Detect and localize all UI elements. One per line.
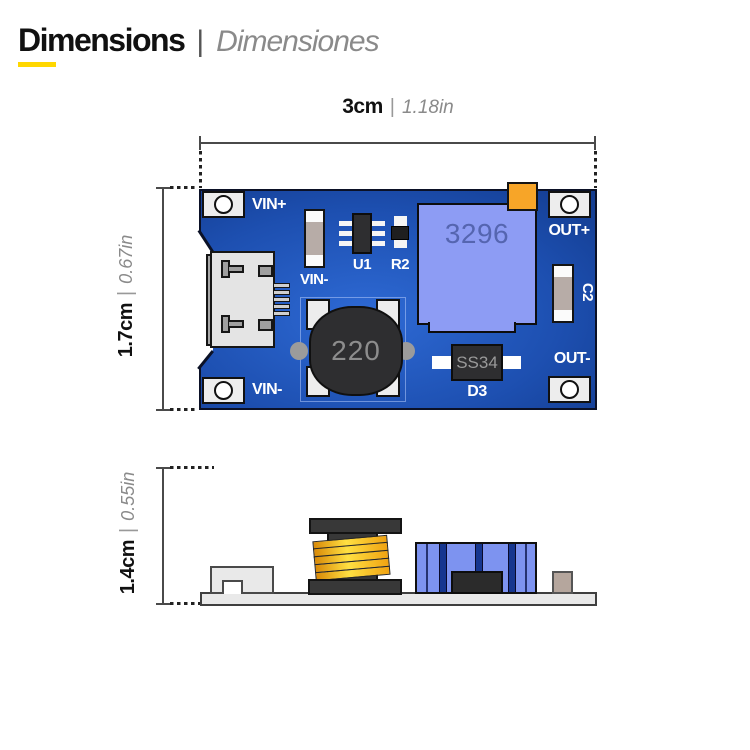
usb-pin — [273, 311, 290, 316]
pot-profile-line — [426, 544, 428, 592]
capacitor-terminal — [306, 255, 323, 266]
capacitor-profile — [552, 571, 573, 594]
usb-pin — [273, 290, 290, 295]
extension-line-left — [199, 151, 202, 188]
dimension-profile-label: 1.4cm | 0.55in — [117, 423, 143, 643]
pot-profile-line — [525, 544, 527, 592]
ic-u1 — [352, 213, 372, 254]
label-inductor: 220 — [331, 335, 381, 366]
width-imperial: 1.18in — [401, 97, 454, 118]
label-r2: R2 — [390, 256, 410, 273]
mounting-pad-top-left — [202, 191, 245, 218]
usb-pin — [273, 304, 290, 309]
extension-line-profile-bottom — [170, 602, 200, 605]
height-separator: | — [115, 290, 137, 297]
inductor-terminal-left — [290, 342, 308, 360]
title-underline-accent — [18, 62, 56, 67]
profile-separator: | — [117, 527, 139, 534]
dimension-height-tick-top — [156, 187, 170, 189]
title-separator: | — [196, 25, 205, 58]
extension-line-profile-top — [170, 466, 214, 469]
usb-profile-notch — [222, 580, 243, 594]
profile-metric: 1.4cm — [117, 540, 139, 595]
u1-lead — [339, 231, 353, 236]
dimension-profile-tick-bottom — [156, 603, 170, 605]
diode-ss34: SS34 — [451, 344, 503, 381]
inductor-profile-coil — [312, 534, 391, 582]
mounting-hole-icon — [214, 195, 233, 214]
capacitor-body — [554, 277, 572, 310]
dimension-width-label: 3cm | 1.18in — [200, 95, 596, 119]
inductor-profile-bottom-flange — [308, 579, 402, 595]
diode-lead-right — [502, 356, 521, 369]
dimension-profile-line — [162, 468, 164, 605]
dimension-height-label: 1.7cm | 0.67in — [115, 186, 141, 406]
title-secondary: Dimensiones — [216, 25, 379, 58]
dimension-height-line — [162, 188, 164, 410]
dimension-profile-tick-top — [156, 467, 170, 469]
label-potentiometer: 3296 — [444, 218, 510, 249]
dimension-height-tick-bottom — [156, 409, 170, 411]
width-separator: | — [389, 96, 395, 118]
mounting-hole-icon — [214, 381, 233, 400]
height-imperial: 0.67in — [116, 234, 136, 284]
page-title: Dimensions | Dimensiones — [18, 22, 380, 59]
u1-lead — [371, 221, 385, 226]
capacitor-terminal — [554, 310, 572, 321]
title-primary: Dimensions — [18, 22, 186, 58]
label-diode: SS34 — [456, 352, 498, 372]
mounting-pad-top-right — [548, 191, 591, 218]
extension-line-top — [170, 186, 198, 189]
label-out-plus: OUT+ — [548, 222, 590, 239]
label-c2: C2 — [579, 282, 596, 302]
pot-profile-slot — [508, 544, 516, 592]
label-vin-minus-pad: VIN- — [252, 381, 283, 398]
label-u1: U1 — [352, 256, 372, 273]
dimension-width-tick-right — [594, 136, 596, 150]
label-vin-plus: VIN+ — [252, 196, 287, 213]
capacitor-c2 — [552, 264, 574, 323]
capacitor-terminal — [306, 211, 323, 222]
height-metric: 1.7cm — [115, 303, 137, 358]
u1-lead — [339, 241, 353, 246]
profile-imperial: 0.55in — [118, 471, 138, 521]
trimmer-screw — [507, 182, 538, 211]
usb-tab-top — [221, 260, 247, 278]
mounting-pad-bottom-left — [202, 377, 245, 404]
label-out-minus: OUT- — [553, 350, 591, 367]
usb-tab-stem — [229, 265, 244, 273]
potentiometer-tab — [428, 322, 516, 333]
pot-profile-slot — [439, 544, 447, 592]
dimension-width-tick-left — [199, 136, 201, 150]
u1-lead — [371, 241, 385, 246]
mounting-pad-bottom-right — [548, 376, 591, 403]
width-metric: 3cm — [342, 95, 383, 118]
inductor-220 — [309, 306, 403, 396]
diode-lead-left — [432, 356, 453, 369]
capacitor-terminal — [554, 266, 572, 277]
label-d3: D3 — [467, 383, 487, 400]
u1-lead — [339, 221, 353, 226]
usb-tab-bottom — [221, 315, 247, 333]
extension-line-right — [594, 151, 597, 188]
usb-anchor-top — [258, 265, 273, 277]
u1-lead — [371, 231, 385, 236]
capacitor-vin — [304, 209, 325, 268]
mounting-hole-icon — [560, 380, 579, 399]
usb-tab-stem — [229, 320, 244, 328]
pot-profile-slot — [475, 544, 483, 592]
usb-pin — [273, 283, 290, 288]
usb-anchor-bottom — [258, 319, 273, 331]
usb-pin — [273, 297, 290, 302]
resistor-r2 — [391, 226, 409, 240]
dimension-width-line — [200, 142, 596, 144]
label-vin-minus-cap: VIN- — [300, 271, 329, 288]
extension-line-bottom — [170, 408, 198, 411]
potentiometer-profile-base — [451, 571, 503, 594]
potentiometer-3296 — [417, 203, 537, 325]
mounting-hole-icon — [560, 195, 579, 214]
capacitor-body — [306, 222, 323, 255]
